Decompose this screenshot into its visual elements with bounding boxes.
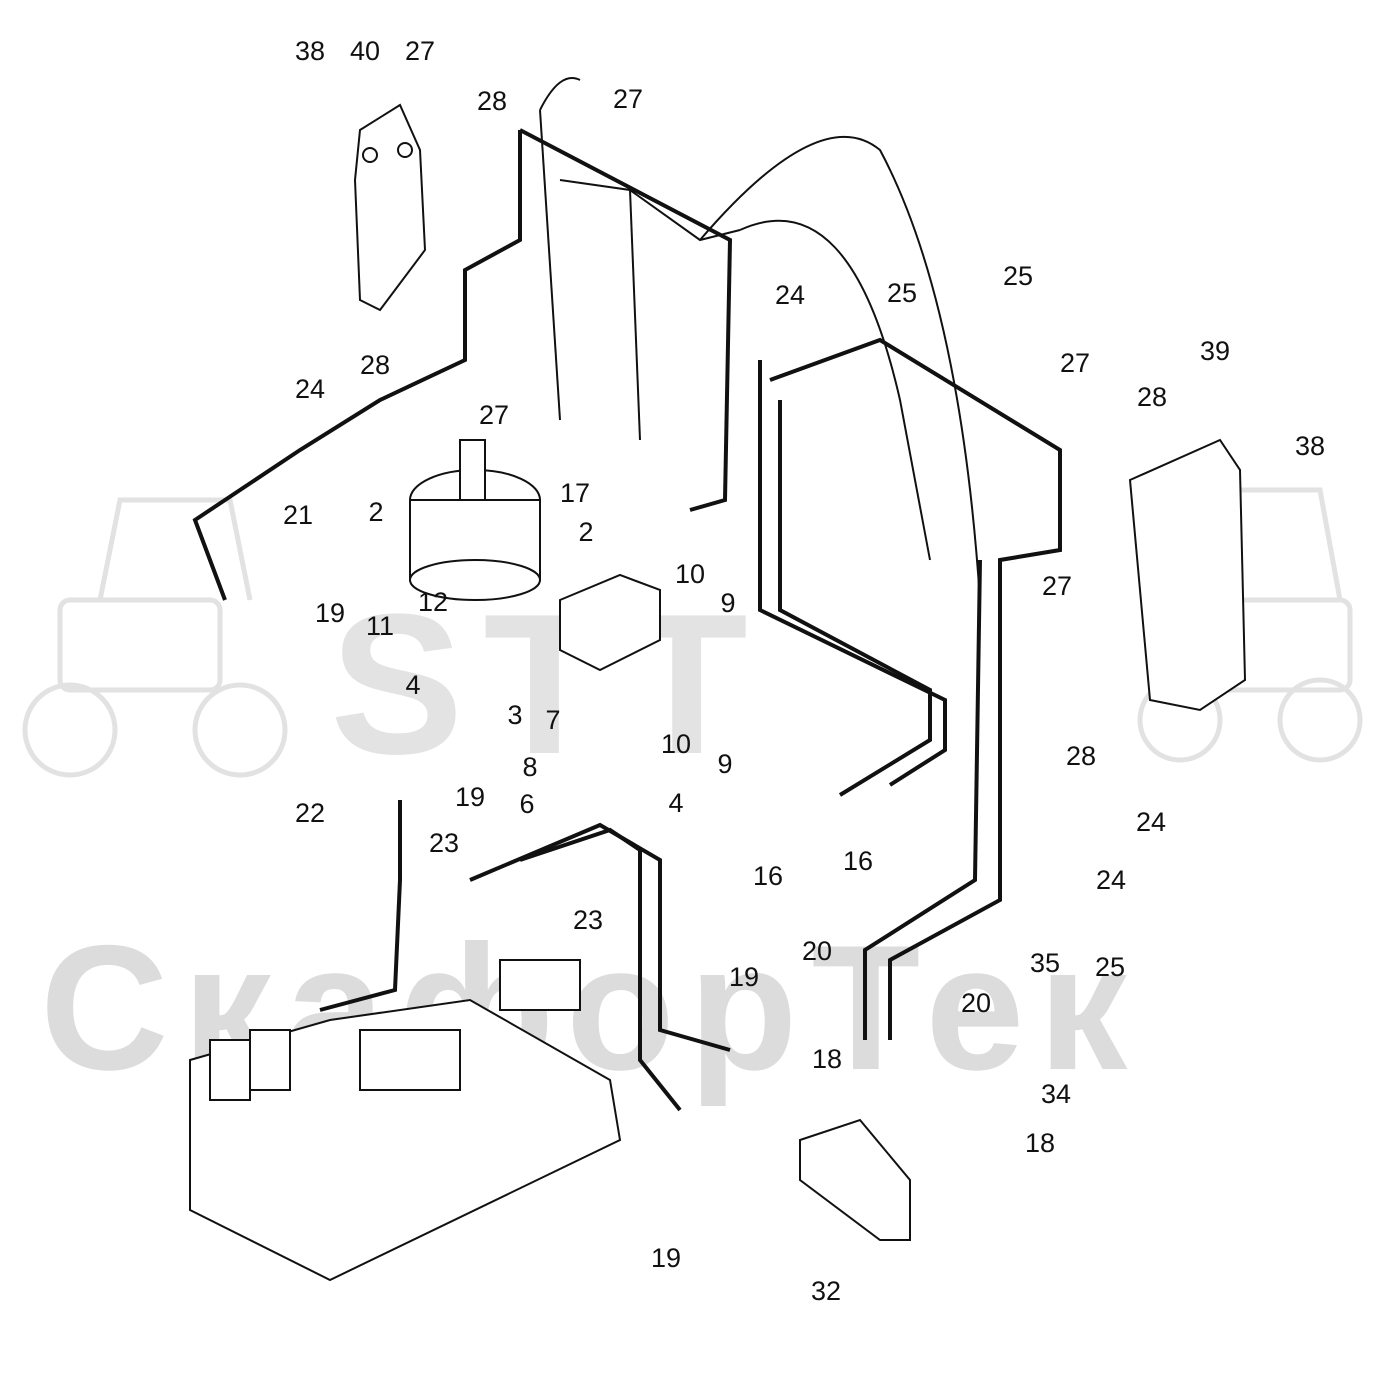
- callout-label: 23: [573, 905, 603, 935]
- callout-label: 19: [455, 782, 485, 812]
- callout-label: 27: [1060, 348, 1090, 378]
- callout-label: 3: [507, 700, 522, 730]
- manifold-block: [799, 1118, 911, 1241]
- callout-label: 24: [775, 280, 805, 310]
- callout-label: 20: [961, 988, 991, 1018]
- callout-label: 19: [651, 1243, 681, 1273]
- watermark-tractor-left: [22, 497, 288, 778]
- callout-label: 38: [295, 36, 325, 66]
- callout-label: 4: [668, 788, 683, 818]
- bracket-hole: [362, 147, 378, 163]
- callout-label: 19: [315, 598, 345, 628]
- callout-label: 34: [1041, 1079, 1071, 1109]
- callout-label: 27: [479, 400, 509, 430]
- callout-label: 32: [811, 1276, 841, 1306]
- callout-label: 16: [843, 846, 873, 876]
- callout-label: 19: [729, 962, 759, 992]
- callout-label: 11: [366, 611, 394, 641]
- callout-label: 22: [295, 798, 325, 828]
- callout-label: 25: [887, 278, 917, 308]
- callout-label: 28: [1137, 382, 1167, 412]
- callout-label: 28: [1066, 741, 1096, 771]
- callout-label: 2: [368, 497, 383, 527]
- callout-label: 24: [1096, 865, 1126, 895]
- callout-label: 8: [522, 752, 537, 782]
- callout-label: 27: [405, 36, 435, 66]
- hydraulic-pipes: [192, 128, 1062, 1112]
- callout-label: 18: [1025, 1128, 1055, 1158]
- callout-label: 6: [519, 789, 534, 819]
- right-bracket: [1128, 438, 1247, 712]
- control-valve-assembly: [189, 959, 622, 1282]
- callout-label: 10: [661, 729, 691, 759]
- callout-label: 24: [295, 374, 325, 404]
- callout-label: 35: [1030, 948, 1060, 978]
- callout-label: 23: [429, 828, 459, 858]
- callout-label: 9: [717, 749, 732, 779]
- callout-label: 27: [613, 84, 643, 114]
- valve-block: [559, 573, 661, 672]
- hydraulic-pump: [409, 439, 541, 601]
- callout-label: 38: [1295, 431, 1325, 461]
- callout-label: 16: [753, 861, 783, 891]
- callout-label: 9: [720, 588, 735, 618]
- left-bracket: [353, 103, 427, 312]
- callout-label: 28: [477, 86, 507, 116]
- callout-label: 24: [1136, 807, 1166, 837]
- callout-label: 7: [545, 705, 560, 735]
- callout-label: 21: [283, 500, 313, 530]
- callout-label: 27: [1042, 571, 1072, 601]
- callout-label: 25: [1003, 261, 1033, 291]
- callout-label: 12: [418, 587, 448, 617]
- callout-label: 25: [1095, 952, 1125, 982]
- watermark-logo: STT: [330, 573, 768, 796]
- callout-label: 40: [350, 36, 380, 66]
- callout-label: 2: [578, 517, 593, 547]
- callout-label: 10: [675, 559, 705, 589]
- callout-label: 17: [560, 478, 590, 508]
- callout-label: 18: [812, 1044, 842, 1074]
- callout-label: 20: [802, 936, 832, 966]
- callout-label: 39: [1200, 336, 1230, 366]
- bracket-hole: [397, 142, 413, 158]
- callout-label: 28: [360, 350, 390, 380]
- callout-label: 4: [405, 670, 420, 700]
